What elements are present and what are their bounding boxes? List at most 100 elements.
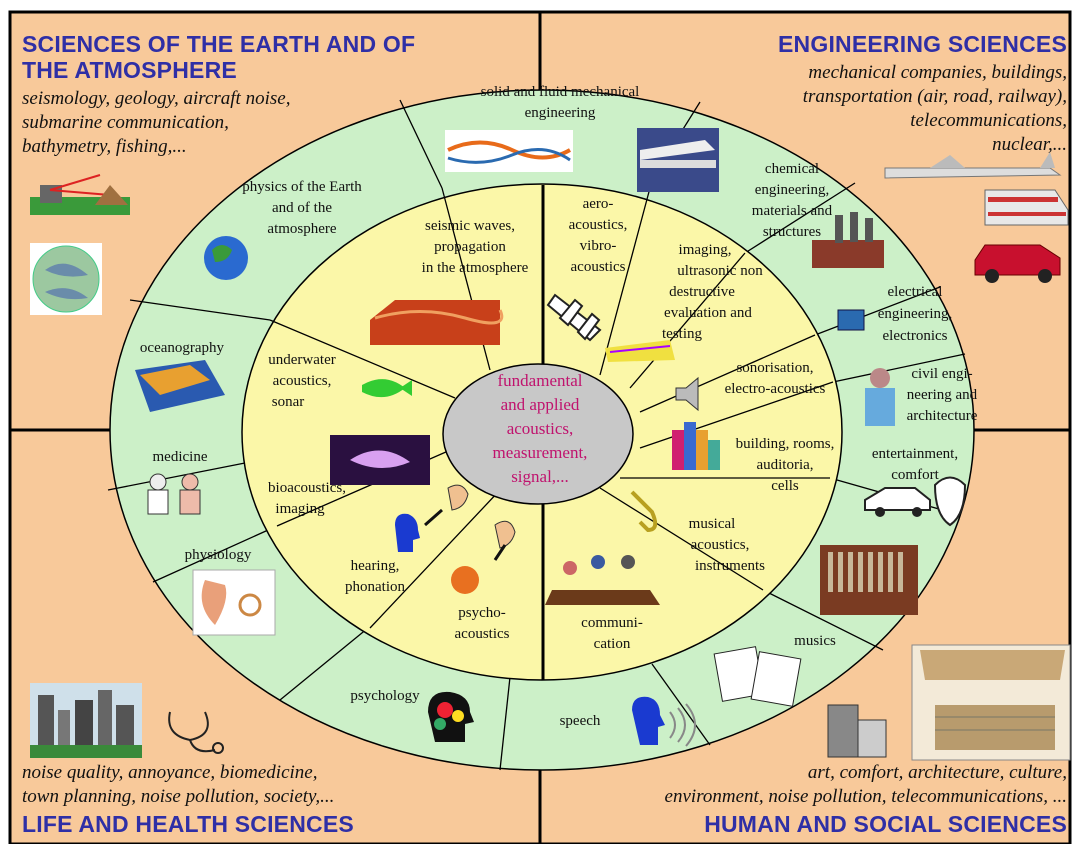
label-line: acoustics, bbox=[273, 373, 332, 389]
brain-head-icon bbox=[428, 691, 474, 742]
label-line: acoustics bbox=[455, 626, 510, 642]
label-line: engineering, bbox=[755, 182, 830, 198]
electronic-chip-icon bbox=[837, 309, 865, 331]
quadrant-description: telecommunications, bbox=[910, 110, 1067, 131]
label-line: auditoria, bbox=[756, 457, 813, 473]
sheet-music-icon bbox=[713, 646, 802, 707]
ear-anatomy-icon bbox=[192, 569, 276, 636]
label-line: evaluation and bbox=[664, 305, 752, 321]
label-line: solid and fluid mechanical bbox=[481, 84, 640, 100]
ear-psycho-icon bbox=[451, 520, 516, 594]
ultrasound-fetus-icon bbox=[330, 435, 430, 485]
label-musical: musical acoustics, instruments bbox=[689, 516, 765, 574]
center-line: measurement, bbox=[493, 443, 588, 462]
quadrant-description: seismology, geology, aircraft noise, bbox=[22, 88, 291, 109]
monorail-icon bbox=[637, 128, 719, 192]
quadrant-earth-atmosphere: SCIENCES OF THE EARTH AND OF THE ATMOSPH… bbox=[22, 31, 522, 159]
quadrant-description: mechanical companies, buildings, bbox=[808, 62, 1067, 83]
vehicle-icon bbox=[864, 487, 931, 517]
label-line: acoustics bbox=[571, 259, 626, 275]
label-line: psycho- bbox=[458, 605, 506, 621]
label-entertainment: entertainment, comfort bbox=[872, 446, 958, 483]
quadrant-description: transportation (air, road, railway), bbox=[802, 86, 1067, 107]
label-imaging: imaging, ultrasonic non destructive eval… bbox=[662, 242, 763, 342]
outer-ring-dividers bbox=[107, 99, 966, 771]
meeting-people-icon bbox=[545, 555, 660, 605]
car-icon bbox=[974, 244, 1061, 283]
label-bio: bioacoustics, imaging bbox=[268, 480, 346, 517]
center-line: acoustics, bbox=[507, 419, 574, 438]
label-line: acoustics, bbox=[691, 537, 750, 553]
quadrant-title: THE ATMOSPHERE bbox=[22, 57, 237, 83]
seabed-map-icon bbox=[135, 360, 225, 412]
seismic-sensor-icon bbox=[30, 174, 130, 215]
label-line: physics of the Earth bbox=[242, 179, 362, 195]
label-line: chemical bbox=[765, 161, 819, 177]
label-line: electro-acoustics bbox=[725, 381, 826, 397]
label-line: and of the bbox=[272, 200, 332, 216]
globe-icon bbox=[204, 236, 248, 280]
saxophone-icon bbox=[630, 490, 658, 533]
quadrant-life-health: noise quality, annoyance, biomedicine, t… bbox=[22, 761, 542, 837]
label-line: hearing, bbox=[351, 558, 400, 574]
quadrant-title: HUMAN AND SOCIAL SCIENCES bbox=[704, 811, 1067, 837]
label-line: phonation bbox=[345, 579, 405, 595]
label-line: instruments bbox=[695, 558, 765, 574]
quadrant-title: ENGINEERING SCIENCES bbox=[778, 31, 1067, 57]
label-solid-fluid: solid and fluid mechanical engineering bbox=[481, 84, 640, 121]
label-line: musical bbox=[689, 516, 736, 532]
label-civil: civil engi- neering and architecture bbox=[907, 366, 978, 424]
label-line: architecture bbox=[907, 408, 978, 424]
label-line: atmosphere bbox=[267, 221, 336, 237]
label-line: testing bbox=[662, 326, 702, 342]
label-oceanography: oceanography bbox=[140, 340, 225, 356]
label-line: sonorisation, bbox=[736, 360, 813, 376]
dolphins-icon bbox=[30, 243, 102, 315]
airplane-icon bbox=[884, 152, 1062, 179]
quadrant-description: bathymetry, fishing,... bbox=[22, 136, 187, 157]
quadrant-description: town planning, noise pollution, society,… bbox=[22, 786, 335, 807]
airplane-cartoon-icon bbox=[546, 293, 602, 342]
label-psychology: psychology bbox=[350, 688, 420, 704]
label-underwater: underwater acoustics, sonar bbox=[268, 352, 335, 410]
label-line: communi- bbox=[581, 615, 643, 631]
theater-masks-icon bbox=[933, 476, 967, 527]
quadrant-title: LIFE AND HEALTH SCIENCES bbox=[22, 811, 354, 837]
label-chemical: chemical engineering, materials and stru… bbox=[752, 161, 833, 240]
label-line: destructive bbox=[669, 284, 735, 300]
label-musics: musics bbox=[794, 633, 836, 649]
quadrant-engineering: ENGINEERING SCIENCES mechanical companie… bbox=[567, 31, 1067, 157]
quadrant-description: nuclear,... bbox=[992, 134, 1067, 155]
label-line: building, rooms, bbox=[736, 436, 835, 452]
label-line: structures bbox=[763, 224, 821, 240]
train-icon bbox=[984, 189, 1069, 226]
center-line: fundamental bbox=[498, 371, 583, 390]
label-line: materials and bbox=[752, 203, 833, 219]
label-line: vibro- bbox=[580, 238, 617, 254]
label-psycho: psycho- acoustics bbox=[455, 605, 510, 642]
label-line: imaging, bbox=[679, 242, 732, 258]
quadrant-description: submarine communication, bbox=[22, 112, 229, 133]
city-icon bbox=[30, 683, 142, 758]
label-line: cells bbox=[771, 478, 799, 494]
quadrant-title: SCIENCES OF THE EARTH AND OF bbox=[22, 31, 416, 57]
fish-sonar-icon bbox=[362, 379, 412, 398]
label-line: entertainment, bbox=[872, 446, 958, 462]
worker-icon bbox=[865, 368, 895, 426]
label-line: engineering, bbox=[878, 306, 953, 322]
quadrant-description: environment, noise pollution, telecommun… bbox=[664, 786, 1067, 807]
center-ellipse bbox=[442, 363, 634, 505]
label-line: neering and bbox=[907, 387, 978, 403]
label-seismic: seismic waves, propagation in the atmosp… bbox=[422, 218, 529, 276]
label-line: propagation bbox=[434, 239, 506, 255]
fluid-flow-icon bbox=[445, 130, 573, 172]
organ-icon bbox=[820, 545, 918, 615]
center-line: and applied bbox=[501, 395, 580, 414]
head-ear-hearing-icon bbox=[395, 484, 469, 552]
label-hearing: hearing, phonation bbox=[345, 558, 405, 595]
label-communication: communi- cation bbox=[581, 615, 643, 652]
label-physiology: physiology bbox=[185, 547, 252, 563]
center-line: signal,... bbox=[511, 467, 569, 486]
quadrant-human-social: art, comfort, architecture, culture, env… bbox=[547, 761, 1067, 837]
